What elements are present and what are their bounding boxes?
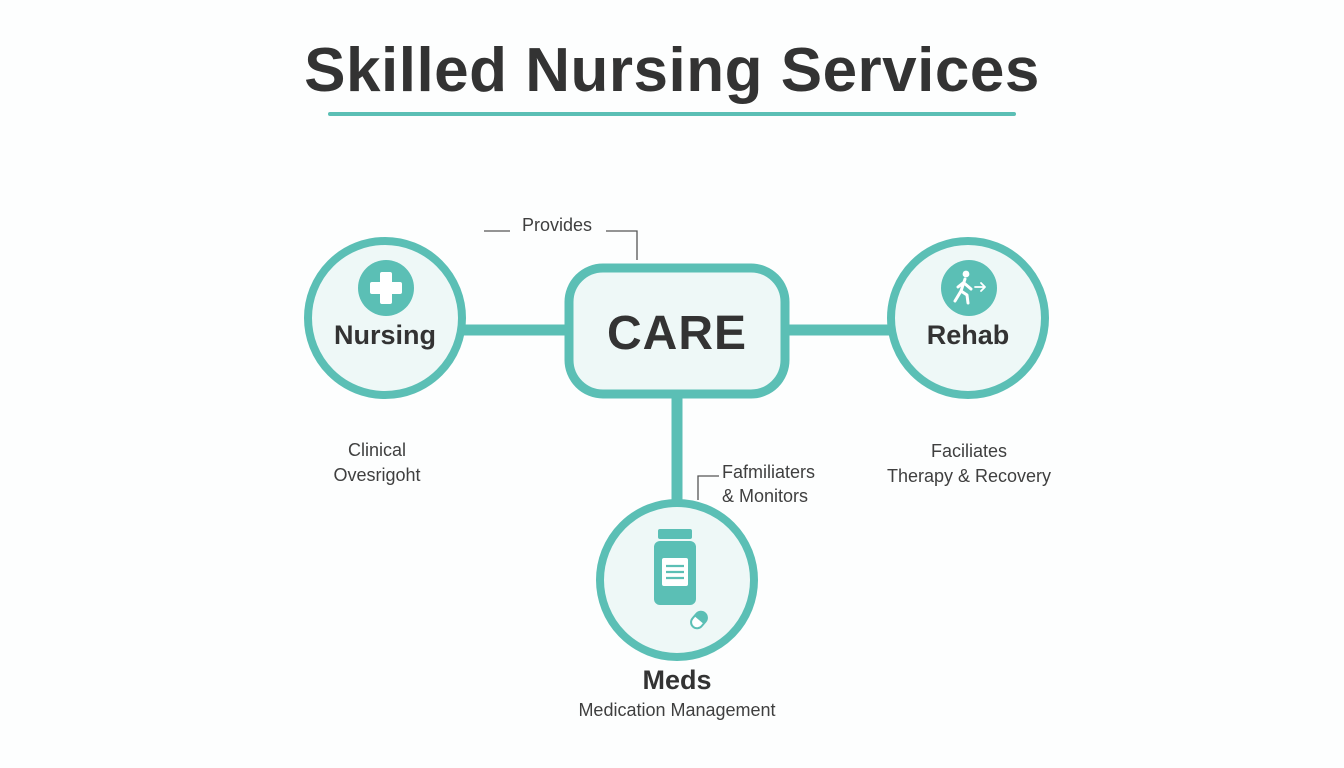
pill-icon [690,610,708,630]
provides-bracket-right [606,230,638,260]
nursing-description-line-1: Clinical [347,440,407,460]
rehab-description: Faciliates Therapy & Recovery [869,439,1069,489]
meds-label: Meds [642,665,712,695]
meds-description: Medication Management [578,700,776,720]
rehab-description-line-2: Therapy & Recovery [886,466,1052,486]
nursing-node [304,237,466,399]
rehab-description-line-1: Faciliates [930,441,1008,461]
nursing-label: Nursing [333,320,436,350]
rehab-node [887,237,1049,399]
meds-edge-label-line-2: & Monitors [722,486,809,506]
provides-edge-label: Provides [521,215,593,235]
rehab-label: Rehab [926,320,1010,350]
medical-cross-icon [358,260,414,316]
meds-edge-bracket [697,475,719,500]
nursing-description-line-2: Ovesrigoht [333,465,421,485]
page-title: Skilled Nursing Services [304,36,1040,105]
medicine-bottle-icon [654,529,696,605]
care-node [564,263,790,399]
walking-person-icon [941,260,997,316]
meds-edge-label: Fafmiliaters & Monitors [722,460,842,508]
nursing-description: Clinical Ovesrigoht [297,438,457,488]
care-label: CARE [606,307,747,360]
meds-edge-label-line-1: Fafmiliaters [722,462,816,482]
title-underline [328,112,1016,116]
